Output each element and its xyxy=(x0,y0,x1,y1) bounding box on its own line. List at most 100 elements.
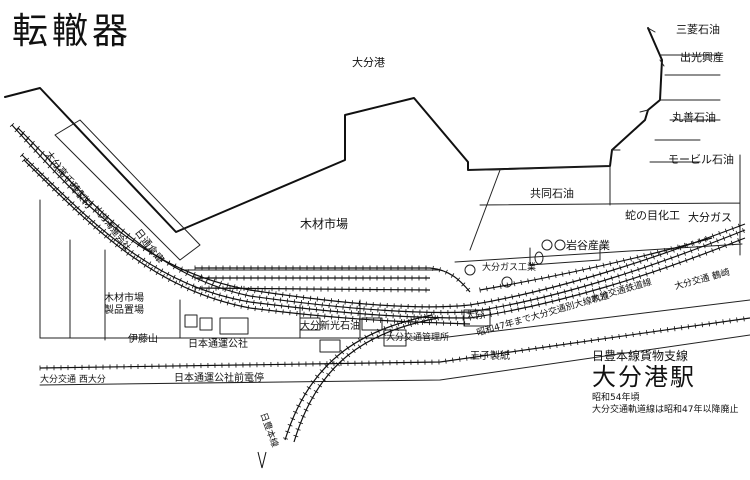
rail-tie xyxy=(364,334,368,340)
rail-tie xyxy=(84,195,89,200)
rail-tie xyxy=(410,317,413,323)
rail-tie xyxy=(198,285,201,291)
rail-tie xyxy=(166,261,171,266)
rail-tie xyxy=(308,306,311,312)
rail-tie xyxy=(79,190,84,195)
rail-tie xyxy=(576,339,579,345)
rail-tie xyxy=(323,297,326,303)
rail-tie xyxy=(346,352,351,358)
rail-tie xyxy=(15,125,21,131)
rail-tie xyxy=(67,184,72,189)
rail-tie xyxy=(206,294,209,300)
rail-tie xyxy=(96,224,101,229)
rail-tie xyxy=(652,269,655,275)
rail-tie xyxy=(114,242,119,248)
rail-tie xyxy=(638,273,642,279)
main-line-4 xyxy=(23,159,471,325)
rail-tie xyxy=(82,199,87,204)
rail-tie xyxy=(511,294,514,300)
rail-tie xyxy=(456,277,461,282)
lumber-market-label: 木材市場 xyxy=(300,217,349,231)
rail-tie xyxy=(424,313,427,319)
oita-gas-label: 大分ガス xyxy=(688,211,732,224)
rail-tie xyxy=(506,282,509,288)
rail-tie xyxy=(155,270,159,276)
rail-tie xyxy=(265,295,268,301)
rail-tie xyxy=(286,298,289,304)
rail-tie xyxy=(316,296,319,302)
rail-tie xyxy=(340,349,345,355)
rail-tie xyxy=(561,271,564,277)
main-line-1 xyxy=(11,124,746,308)
tank-2 xyxy=(501,276,513,288)
rail-tie xyxy=(301,305,304,311)
rail-tie xyxy=(62,197,67,202)
legend-station-name: 大分港駅 xyxy=(592,363,696,391)
rail-tie xyxy=(46,182,51,187)
rail-tie xyxy=(240,303,243,309)
rail-tie xyxy=(551,298,554,304)
rail-tie xyxy=(438,267,441,273)
rail-tie xyxy=(198,277,201,283)
rail-tie xyxy=(432,265,434,271)
rail-tie xyxy=(645,256,649,262)
rail-tie xyxy=(552,284,555,290)
rail-tie xyxy=(64,176,69,181)
rail-tie xyxy=(60,191,65,196)
kyodo-oil-label: 共同石油 xyxy=(530,187,574,200)
central-blocks xyxy=(179,269,441,339)
rail-tie xyxy=(599,271,602,277)
rail-tie xyxy=(20,130,25,135)
rail-tie xyxy=(678,245,682,251)
rail-tie xyxy=(26,162,31,167)
rail-tie xyxy=(537,302,540,308)
small-building-5 xyxy=(361,317,383,331)
rail-tie xyxy=(490,298,493,304)
rail-tie xyxy=(285,430,291,433)
rail-tie xyxy=(525,291,527,297)
rail-tie xyxy=(329,359,334,364)
rail-tie xyxy=(632,275,635,282)
small-building-8 xyxy=(319,339,341,353)
rail-tie xyxy=(226,300,229,306)
rail-tie xyxy=(722,319,724,325)
rail-tie xyxy=(517,306,520,312)
small-building-1 xyxy=(184,314,198,328)
rail-tie xyxy=(708,321,710,327)
rail-tie xyxy=(582,267,584,273)
rail-tie xyxy=(110,219,115,224)
rail-tie xyxy=(514,348,516,354)
rail-tie xyxy=(445,358,447,364)
rail-tie xyxy=(724,228,728,234)
rail-tie xyxy=(575,268,578,274)
rail-tie xyxy=(287,304,290,310)
rail-tie xyxy=(313,389,319,394)
rail-tie xyxy=(577,285,580,291)
rail-tie xyxy=(527,278,530,284)
rail-tie xyxy=(715,320,717,326)
rail-tie xyxy=(402,323,406,330)
rail-tie xyxy=(536,296,539,302)
rail-tie xyxy=(275,291,277,297)
rail-tie xyxy=(657,249,659,255)
rail-tie xyxy=(639,258,642,264)
rail-tie xyxy=(597,279,600,285)
rail-tie xyxy=(91,219,96,225)
rail-tie xyxy=(300,415,306,418)
rail-tie xyxy=(737,238,740,244)
coast-divider xyxy=(469,169,501,251)
rail-tie xyxy=(282,292,284,298)
rail-tie xyxy=(295,428,301,431)
rail-tie xyxy=(685,242,688,248)
rail-tie xyxy=(472,354,475,360)
rail-tie xyxy=(592,288,595,294)
rail-tie xyxy=(147,261,152,267)
rail-tie xyxy=(72,206,77,211)
rail-tie xyxy=(38,154,43,159)
rail-tie xyxy=(52,169,57,174)
rail-tie xyxy=(531,303,533,309)
rail-tie xyxy=(45,155,50,160)
rail-tie xyxy=(659,252,662,258)
rail-tie xyxy=(465,287,471,292)
rail-tie xyxy=(477,301,479,307)
